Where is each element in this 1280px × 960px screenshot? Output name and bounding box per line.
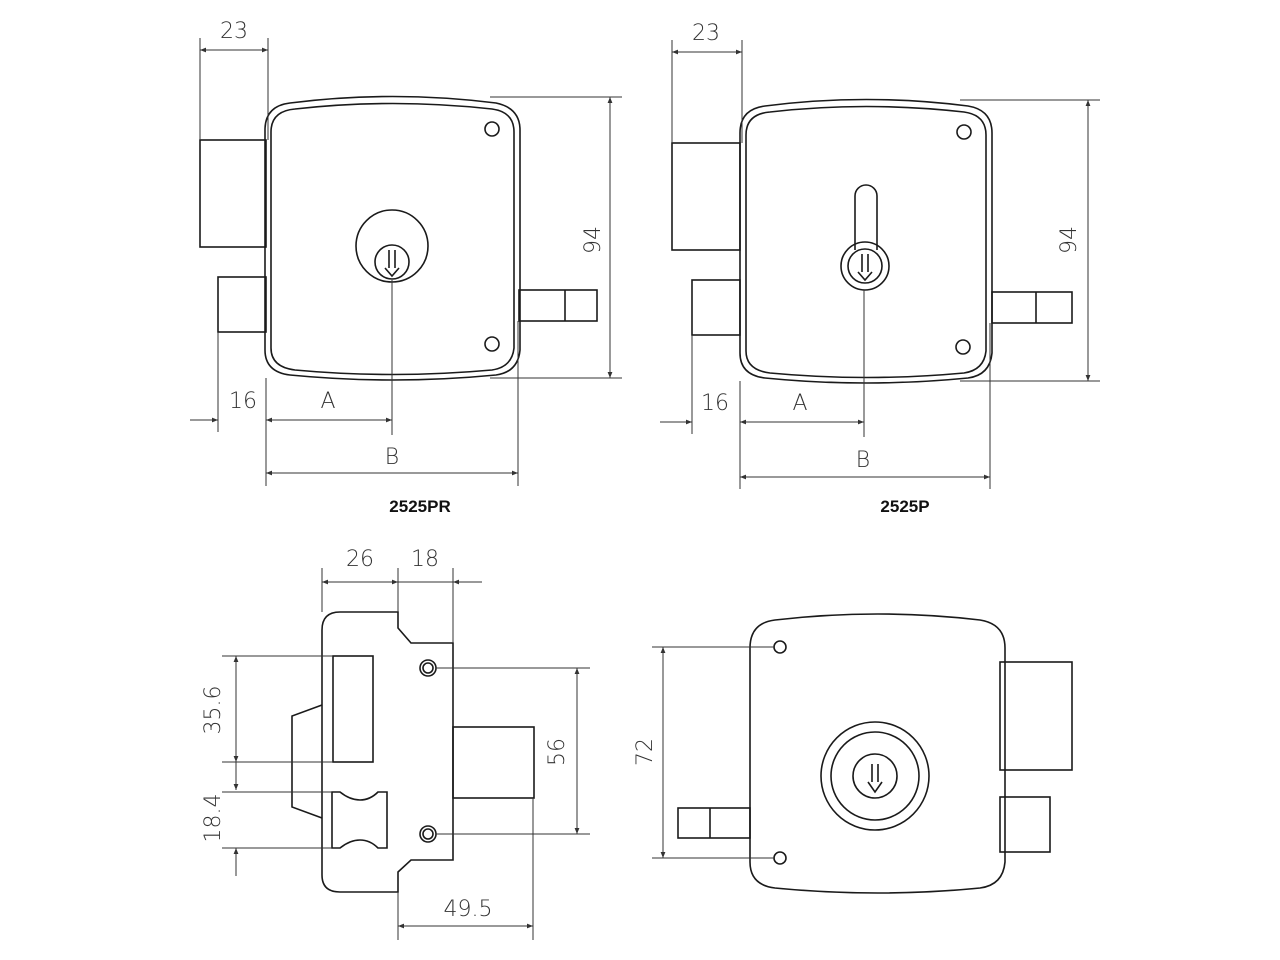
dim-56-label: 56 xyxy=(545,738,570,766)
screw-icon xyxy=(956,124,972,140)
model-label: 2525P xyxy=(880,497,929,516)
dim-a-label: A xyxy=(320,389,335,414)
dim-18-label: 18 xyxy=(411,547,439,572)
bolt xyxy=(332,655,374,763)
bolt-housing xyxy=(999,661,1073,771)
side-bolt xyxy=(518,289,598,322)
dim-height-label: 94 xyxy=(1057,226,1082,254)
dim-width-label: 23 xyxy=(692,21,720,46)
bolt-housing xyxy=(671,142,741,251)
dim-26-label: 26 xyxy=(346,547,374,572)
dim-height-label: 94 xyxy=(581,226,606,254)
dim-49-5-label: 49.5 xyxy=(444,897,493,922)
dim-a-label: A xyxy=(792,391,807,416)
dim-b-label: B xyxy=(385,445,399,470)
dim-72-label: 72 xyxy=(633,738,658,766)
screw-icon xyxy=(955,339,971,355)
bolt-housing xyxy=(199,139,267,248)
latch xyxy=(691,279,741,336)
keyhole-icon xyxy=(374,244,410,280)
side-bolt xyxy=(677,807,751,839)
cylinder-rosette xyxy=(840,241,890,291)
cylinder-rosette xyxy=(355,209,429,283)
side-plate xyxy=(321,611,454,893)
view-2525p: 23 94 16 A B 2525P xyxy=(660,21,1100,516)
view-side: 26 18 35.6 18.4 56 49.5 xyxy=(201,547,590,940)
screw-icon xyxy=(484,336,500,352)
lock-body xyxy=(749,613,1006,894)
model-label: 2525PR xyxy=(389,497,450,516)
screw-icon xyxy=(773,851,787,865)
view-2525pr: 23 94 16 A B 2525PR xyxy=(190,19,622,516)
dim-width-label: 23 xyxy=(220,19,248,44)
keyhole-escutcheon xyxy=(854,184,878,250)
view-front: 72 xyxy=(633,613,1073,894)
side-bolt xyxy=(452,726,535,799)
latch xyxy=(331,791,388,849)
latch xyxy=(217,276,267,333)
side-bolt xyxy=(991,291,1073,324)
latch xyxy=(999,796,1051,853)
dim-b-label: B xyxy=(856,448,870,473)
screw-icon xyxy=(484,121,500,137)
lock-body xyxy=(739,98,993,384)
cylinder-rosette xyxy=(820,721,930,831)
screw-icon xyxy=(773,640,787,654)
dim-offset-label: 16 xyxy=(229,389,257,414)
dim-18-4-label: 18.4 xyxy=(201,794,226,843)
dim-offset-label: 16 xyxy=(701,391,729,416)
dim-35-6-label: 35.6 xyxy=(201,686,226,735)
keyhole-icon xyxy=(847,248,883,284)
lock-body xyxy=(264,95,521,381)
keyhole-icon xyxy=(852,753,898,799)
